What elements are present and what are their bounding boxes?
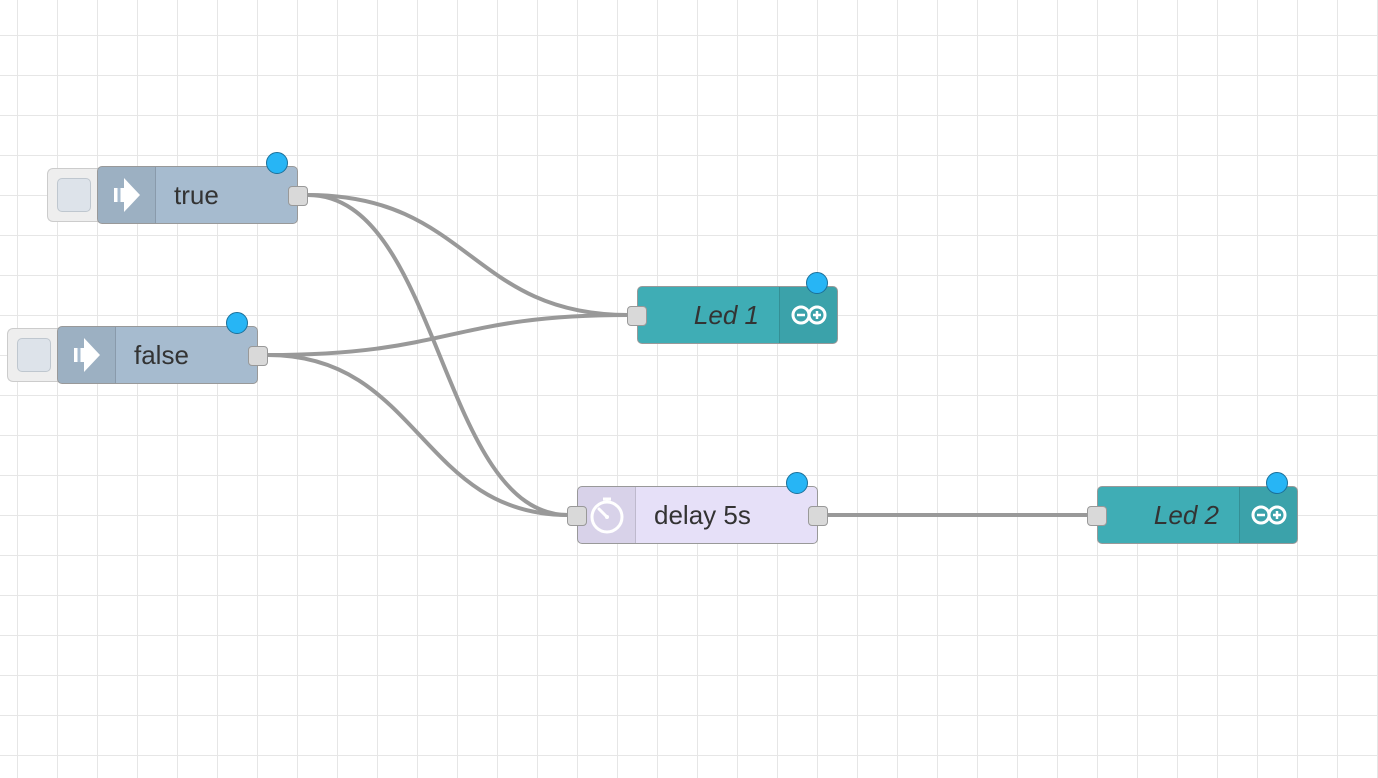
- timer-icon: [590, 497, 623, 534]
- node-led-1[interactable]: Led 1: [627, 272, 838, 344]
- node-label: false: [134, 339, 189, 370]
- node-label: Led 1: [693, 299, 759, 330]
- node-delay[interactable]: delay 5s: [567, 472, 828, 544]
- inject-button-face: [17, 338, 51, 372]
- arrow-in-icon: [73, 338, 100, 372]
- status-indicator: [1266, 472, 1288, 494]
- inject-icon-box: [98, 167, 156, 223]
- wire-false-to-led1[interactable]: [267, 313, 629, 357]
- inject-icon-box: [58, 327, 116, 383]
- status-indicator: [786, 472, 808, 494]
- arrow-in-icon: [113, 178, 140, 212]
- wire-true-to-led1[interactable]: [307, 193, 629, 317]
- input-port[interactable]: [567, 506, 587, 526]
- output-port[interactable]: [248, 346, 268, 366]
- arduino-icon-box: [1239, 487, 1297, 543]
- wire-true-to-delay[interactable]: [307, 193, 569, 517]
- arduino-icon: [1251, 505, 1286, 525]
- node-inject-true[interactable]: true: [97, 152, 308, 224]
- status-indicator: [266, 152, 288, 174]
- node-label: true: [174, 179, 219, 210]
- node-label: delay 5s: [654, 499, 751, 530]
- status-indicator: [226, 312, 248, 334]
- output-port[interactable]: [288, 186, 308, 206]
- inject-button-face: [57, 178, 91, 212]
- input-port[interactable]: [627, 306, 647, 326]
- delay-icon-box: [578, 487, 636, 543]
- node-inject-false[interactable]: false: [57, 312, 268, 384]
- node-led-2[interactable]: Led 2: [1087, 472, 1298, 544]
- input-port[interactable]: [1087, 506, 1107, 526]
- node-label: Led 2: [1153, 499, 1219, 530]
- wire-false-to-delay[interactable]: [267, 353, 569, 517]
- output-port[interactable]: [808, 506, 828, 526]
- arduino-icon: [791, 305, 826, 325]
- arduino-icon-box: [779, 287, 837, 343]
- status-indicator: [806, 272, 828, 294]
